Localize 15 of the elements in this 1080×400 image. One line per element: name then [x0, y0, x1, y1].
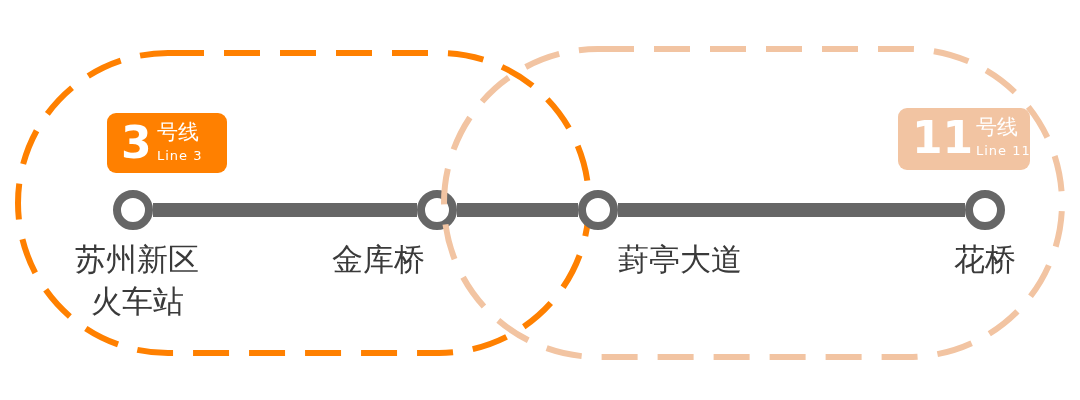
line-number: 3	[121, 117, 152, 169]
track-line	[618, 203, 965, 217]
line-badge	[898, 108, 1030, 170]
track-line	[457, 203, 578, 217]
line-name-english: Line 11	[976, 143, 1031, 159]
station-name: 花桥	[953, 240, 1017, 279]
station-name: 金库桥	[330, 240, 426, 279]
track-line	[153, 203, 417, 217]
line-name: 号线	[157, 119, 199, 145]
line-name-english: Line 3	[157, 148, 203, 164]
line-name: 号线	[976, 114, 1018, 140]
station-name: 葑亭大道	[617, 240, 743, 279]
station-name: 苏州新区火车站	[74, 240, 200, 321]
line-number: 11	[912, 112, 974, 164]
line-badge	[107, 113, 227, 173]
